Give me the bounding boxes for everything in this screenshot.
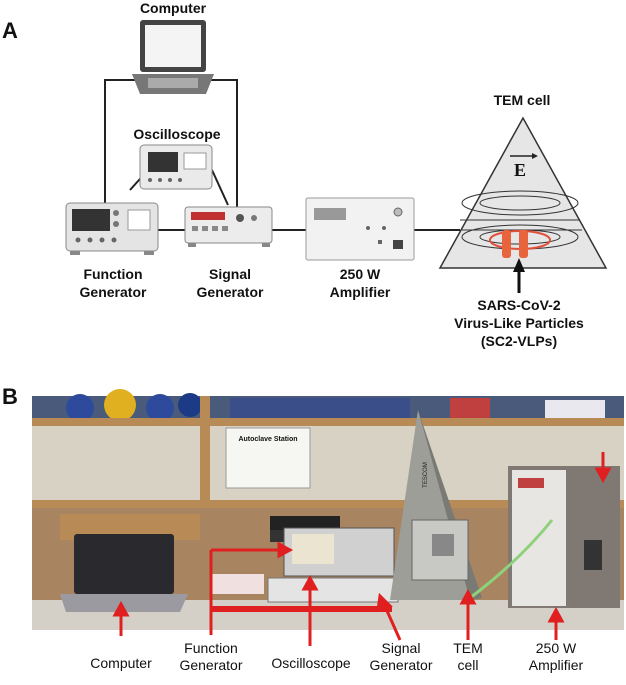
label-tem-cell: TEM cell: [493, 92, 551, 108]
function-generator-icon: [65, 202, 159, 255]
signal-generator-icon: [184, 206, 273, 247]
label-photo-function-generator-1: Function: [184, 640, 238, 656]
vlp-tube-right: [519, 230, 528, 258]
photo-autoclave-sign: Autoclave Station: [238, 436, 298, 443]
label-amplifier-1: 250 W: [339, 266, 381, 282]
label-photo-computer: Computer: [90, 655, 152, 671]
field-symbol-e: E: [514, 160, 527, 180]
label-function-generator-1: Function: [83, 266, 143, 282]
photo-tescom-label: TESCOM: [422, 462, 429, 488]
label-signal-generator-1: Signal: [208, 266, 251, 282]
label-photo-signal-generator-2: Generator: [369, 657, 433, 673]
label-vlp-2: Virus-Like Particles: [454, 315, 584, 331]
photo-laptop-base: [60, 594, 188, 612]
tem-cell-icon: [438, 116, 608, 293]
photo-laptop-screen: [74, 534, 174, 594]
computer-icon: [132, 20, 214, 94]
label-photo-oscilloscope: Oscilloscope: [271, 655, 351, 671]
label-photo-amplifier-2: Amplifier: [528, 657, 584, 673]
oscilloscope-icon: [139, 144, 213, 190]
vlp-tube-left: [502, 230, 511, 258]
label-photo-signal-generator-1: Signal: [381, 640, 421, 656]
label-signal-generator-2: Generator: [196, 284, 264, 300]
label-vlp-3: (SC2-VLPs): [480, 333, 558, 349]
label-photo-tem-1: TEM: [453, 640, 483, 656]
label-function-generator-2: Generator: [79, 284, 147, 300]
panel-a-letter: A: [2, 18, 18, 43]
label-vlp-1: SARS-CoV-2: [477, 297, 561, 313]
label-oscilloscope: Oscilloscope: [133, 126, 221, 142]
panel-b-letter: B: [2, 384, 18, 409]
photo-cable-red: [212, 606, 392, 612]
photo-red-arrows: [112, 452, 612, 646]
label-photo-tem-2: cell: [457, 657, 479, 673]
photo-signal-generator: [267, 577, 399, 603]
label-computer: Computer: [139, 0, 207, 16]
wire-osc-right: [211, 169, 229, 206]
amplifier-icon: [305, 197, 415, 261]
label-photo-function-generator-2: Generator: [179, 657, 243, 673]
label-amplifier-2: Amplifier: [329, 284, 391, 300]
label-photo-amplifier-1: 250 W: [535, 640, 577, 656]
